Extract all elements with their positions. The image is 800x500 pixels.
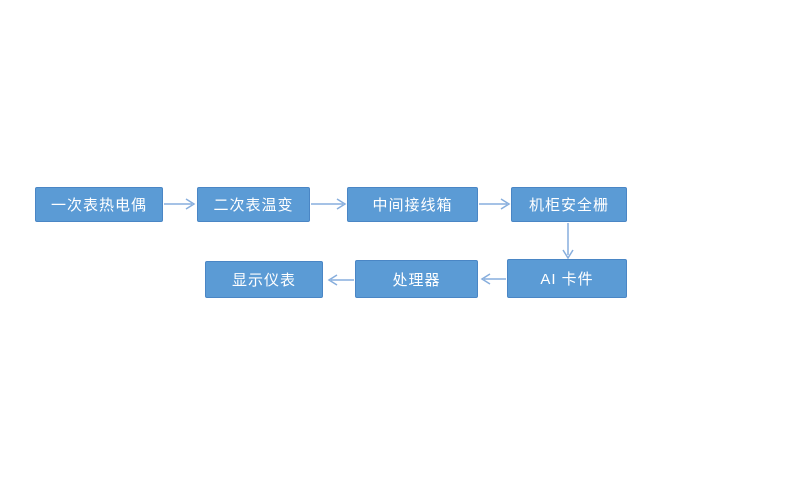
- node-label: 处理器: [392, 271, 441, 289]
- node-secondary-temp-transmitter: 二次表温变: [197, 187, 310, 222]
- node-intermediate-junction-box: 中间接线箱: [347, 187, 478, 222]
- node-label: 显示仪表: [231, 272, 296, 289]
- arrow-down-icon: [562, 223, 574, 260]
- node-display-instrument: 显示仪表: [205, 261, 323, 298]
- node-label: 一次表热电偶: [50, 197, 147, 214]
- node-label: 二次表温变: [213, 197, 294, 214]
- arrow-right-icon: [311, 198, 347, 210]
- node-processor: 处理器: [355, 260, 478, 298]
- arrow-left-icon: [480, 273, 506, 285]
- arrow-left-icon: [327, 274, 354, 286]
- node-label: 中间接线箱: [372, 197, 453, 214]
- node-label: 机柜安全栅: [528, 197, 609, 214]
- arrow-right-icon: [164, 198, 196, 210]
- node-ai-card: AI 卡件: [507, 259, 627, 298]
- node-label: AI 卡件: [540, 271, 594, 288]
- arrow-right-icon: [479, 198, 511, 210]
- node-cabinet-safety-barrier: 机柜安全栅: [511, 187, 627, 222]
- node-primary-thermocouple: 一次表热电偶: [35, 187, 163, 222]
